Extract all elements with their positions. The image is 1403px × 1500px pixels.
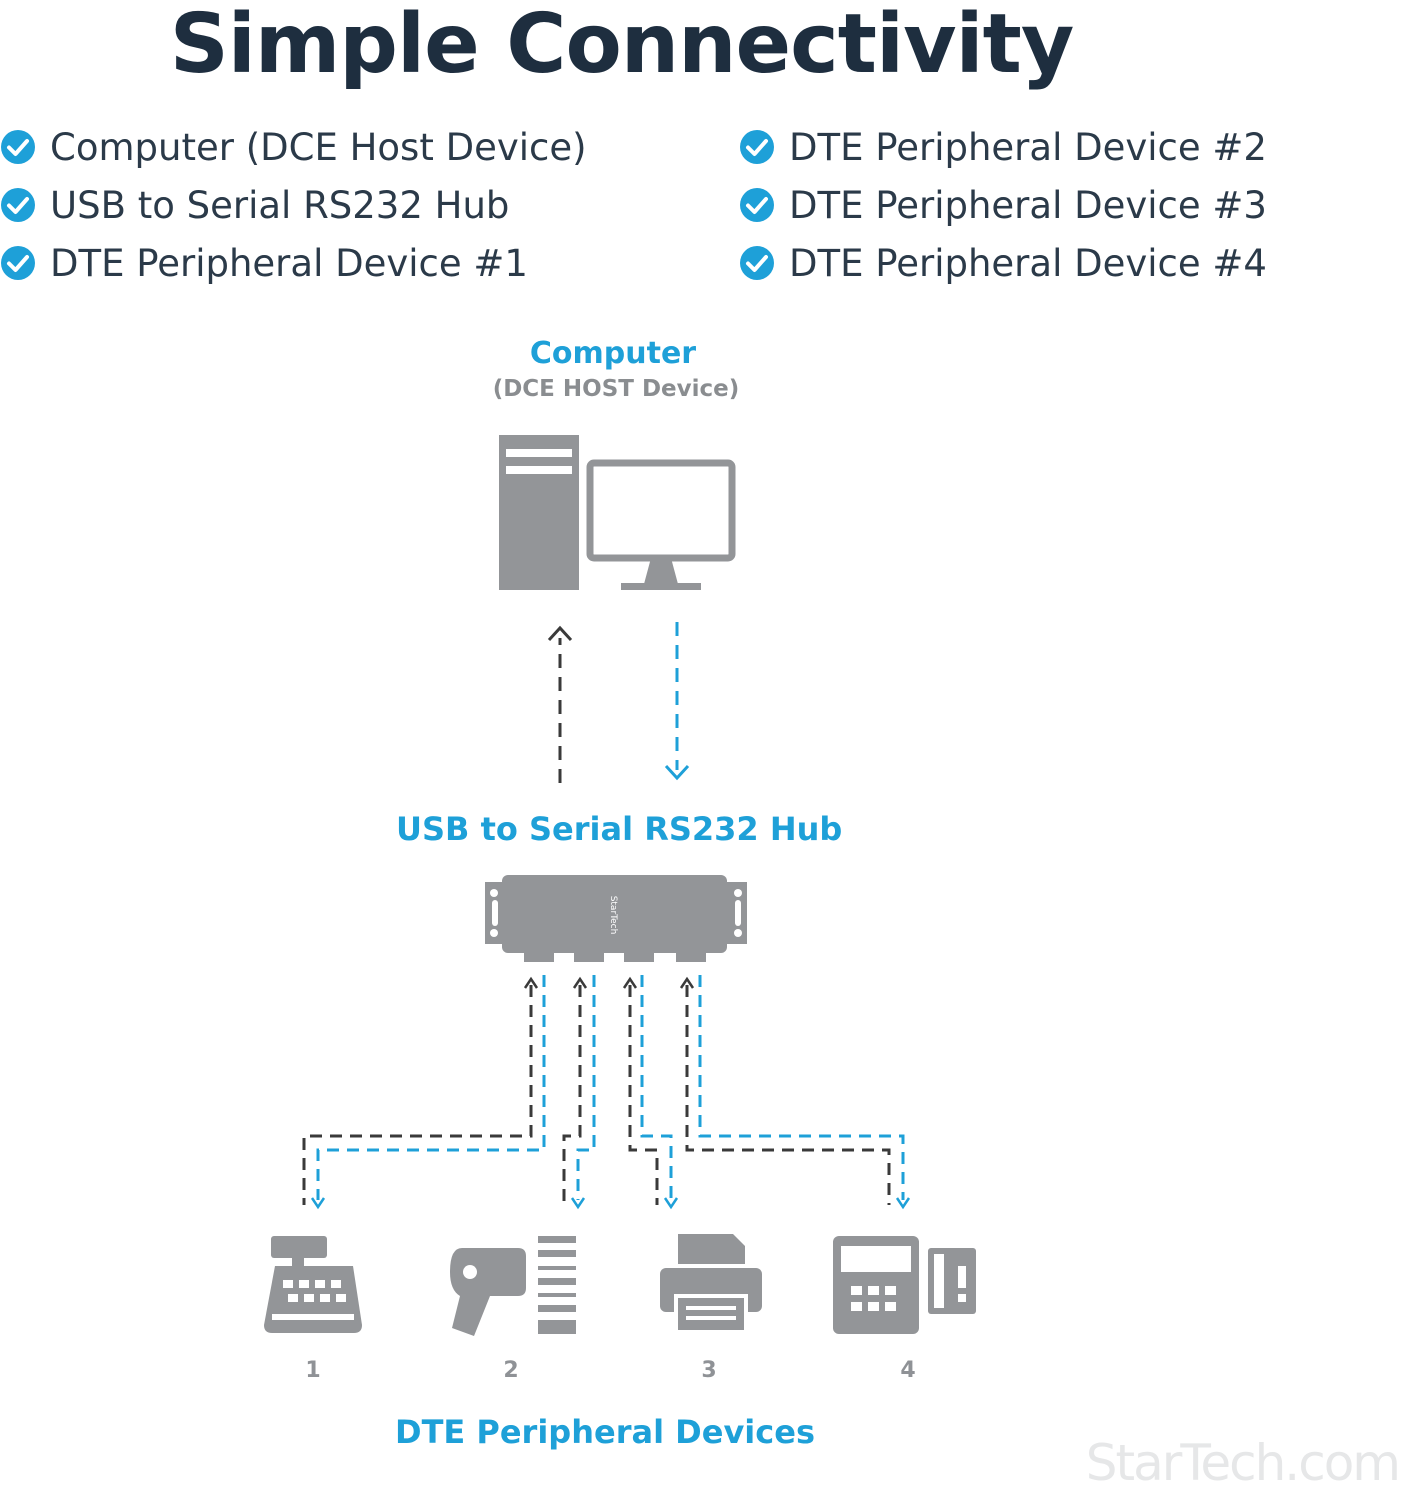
checklist-right: DTE Peripheral Device #2 DTE Peripheral … <box>739 118 1267 292</box>
check-circle-icon <box>1 130 35 164</box>
checklist-item: USB to Serial RS232 Hub <box>0 176 587 234</box>
card-terminal-icon <box>833 1236 976 1334</box>
check-circle-icon <box>740 188 774 222</box>
port-2-lines <box>562 975 596 1210</box>
printer-icon <box>660 1234 762 1334</box>
check-circle-icon <box>740 130 774 164</box>
peripherals-label: DTE Peripheral Devices <box>395 1413 815 1451</box>
check-circle-icon <box>740 246 774 280</box>
checklist-label: DTE Peripheral Device #4 <box>789 241 1267 285</box>
cash-register-icon <box>264 1236 362 1333</box>
checklist-left: Computer (DCE Host Device) USB to Serial… <box>0 118 587 292</box>
checklist-item: DTE Peripheral Device #3 <box>739 176 1267 234</box>
port-1-lines <box>302 975 546 1210</box>
check-circle-icon <box>1 188 35 222</box>
peripheral-number: 4 <box>900 1358 916 1383</box>
computer-sublabel: (DCE HOST Device) <box>492 376 740 402</box>
monitor-icon <box>586 459 736 590</box>
checklist-label: DTE Peripheral Device #2 <box>789 125 1267 169</box>
checklist-label: DTE Peripheral Device #1 <box>50 241 528 285</box>
checklist-item: DTE Peripheral Device #1 <box>0 234 587 292</box>
port-4-lines <box>679 975 911 1210</box>
checklist-item: Computer (DCE Host Device) <box>0 118 587 176</box>
hub-brand-label: StarTech <box>608 896 618 935</box>
serial-hub-device: StarTech <box>485 875 747 962</box>
checklist-label: USB to Serial RS232 Hub <box>50 183 510 227</box>
computer-label: Computer <box>529 336 697 371</box>
peripheral-number: 1 <box>305 1358 321 1383</box>
peripheral-number: 2 <box>503 1358 519 1383</box>
brand-watermark: StarTech.com <box>1085 1434 1401 1492</box>
upstream-arrow <box>547 625 573 783</box>
checklist-item: DTE Peripheral Device #2 <box>739 118 1267 176</box>
barcode-scanner-icon <box>450 1236 576 1336</box>
checklist-item: DTE Peripheral Device #4 <box>739 234 1267 292</box>
check-circle-icon <box>1 246 35 280</box>
peripheral-number: 3 <box>701 1358 717 1383</box>
hub-label: USB to Serial RS232 Hub <box>396 810 843 848</box>
port-3-lines <box>622 975 679 1210</box>
page-title: Simple Connectivity <box>169 0 1075 92</box>
computer-tower-icon <box>499 435 579 590</box>
checklist-label: Computer (DCE Host Device) <box>50 125 587 169</box>
checklist-label: DTE Peripheral Device #3 <box>789 183 1267 227</box>
downstream-arrow <box>664 622 690 781</box>
